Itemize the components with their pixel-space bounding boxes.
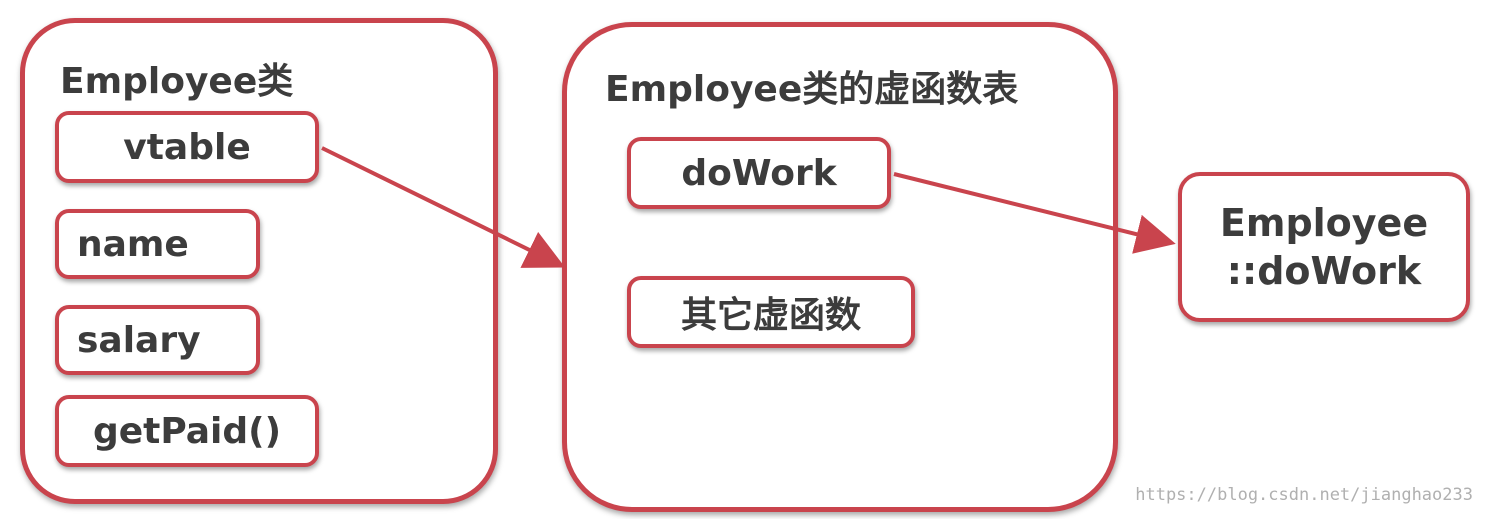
field-salary: salary — [55, 305, 260, 375]
vtable-title: Employee类的虚函数表 — [605, 69, 1019, 110]
employee-class-title: Employee类 — [60, 61, 294, 102]
field-getpaid: getPaid() — [55, 395, 319, 467]
field-name: name — [55, 209, 260, 279]
employee-dowork-box: Employee ::doWork — [1178, 172, 1470, 322]
vtable-container — [562, 22, 1118, 512]
vtable-entry-other-virtual: 其它虚函数 — [627, 276, 915, 348]
field-vtable: vtable — [55, 111, 319, 183]
employee-dowork-line1: Employee — [1219, 201, 1429, 245]
vtable-entry-dowork: doWork — [627, 137, 891, 209]
employee-dowork-line2: ::doWork — [1226, 249, 1422, 293]
watermark-url: https://blog.csdn.net/jianghao233 — [1135, 485, 1473, 505]
